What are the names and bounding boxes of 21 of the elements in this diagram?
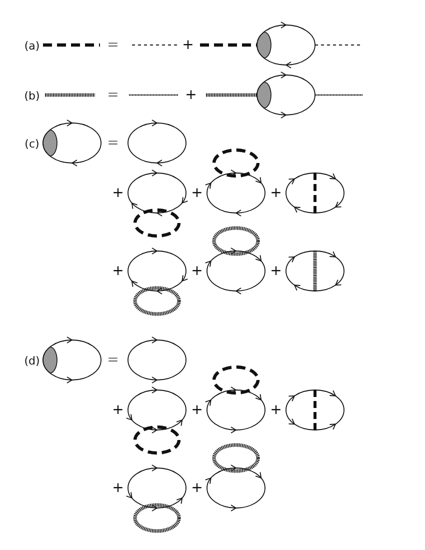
plus-sign: + bbox=[191, 403, 203, 417]
panel-label: (b) bbox=[24, 90, 40, 102]
plus-sign: + bbox=[270, 264, 282, 278]
equals-sign: = bbox=[107, 88, 119, 102]
plus-sign: + bbox=[112, 403, 124, 417]
plus-sign: + bbox=[112, 186, 124, 200]
equals-sign: = bbox=[107, 353, 119, 367]
plus-sign: + bbox=[191, 481, 203, 495]
plus-sign: + bbox=[112, 481, 124, 495]
plus-sign: + bbox=[191, 264, 203, 278]
plus-sign: + bbox=[270, 186, 282, 200]
plus-sign: + bbox=[182, 38, 194, 52]
plus-sign: + bbox=[191, 186, 203, 200]
panel-label: (d) bbox=[24, 356, 40, 366]
equals-sign: = bbox=[107, 38, 119, 52]
panel-label: (a) bbox=[24, 40, 40, 52]
plus-sign: + bbox=[270, 403, 282, 417]
plus-sign: + bbox=[185, 88, 197, 102]
panel-label: (c) bbox=[24, 138, 40, 150]
plus-sign: + bbox=[112, 264, 124, 278]
equals-sign: = bbox=[107, 136, 119, 150]
